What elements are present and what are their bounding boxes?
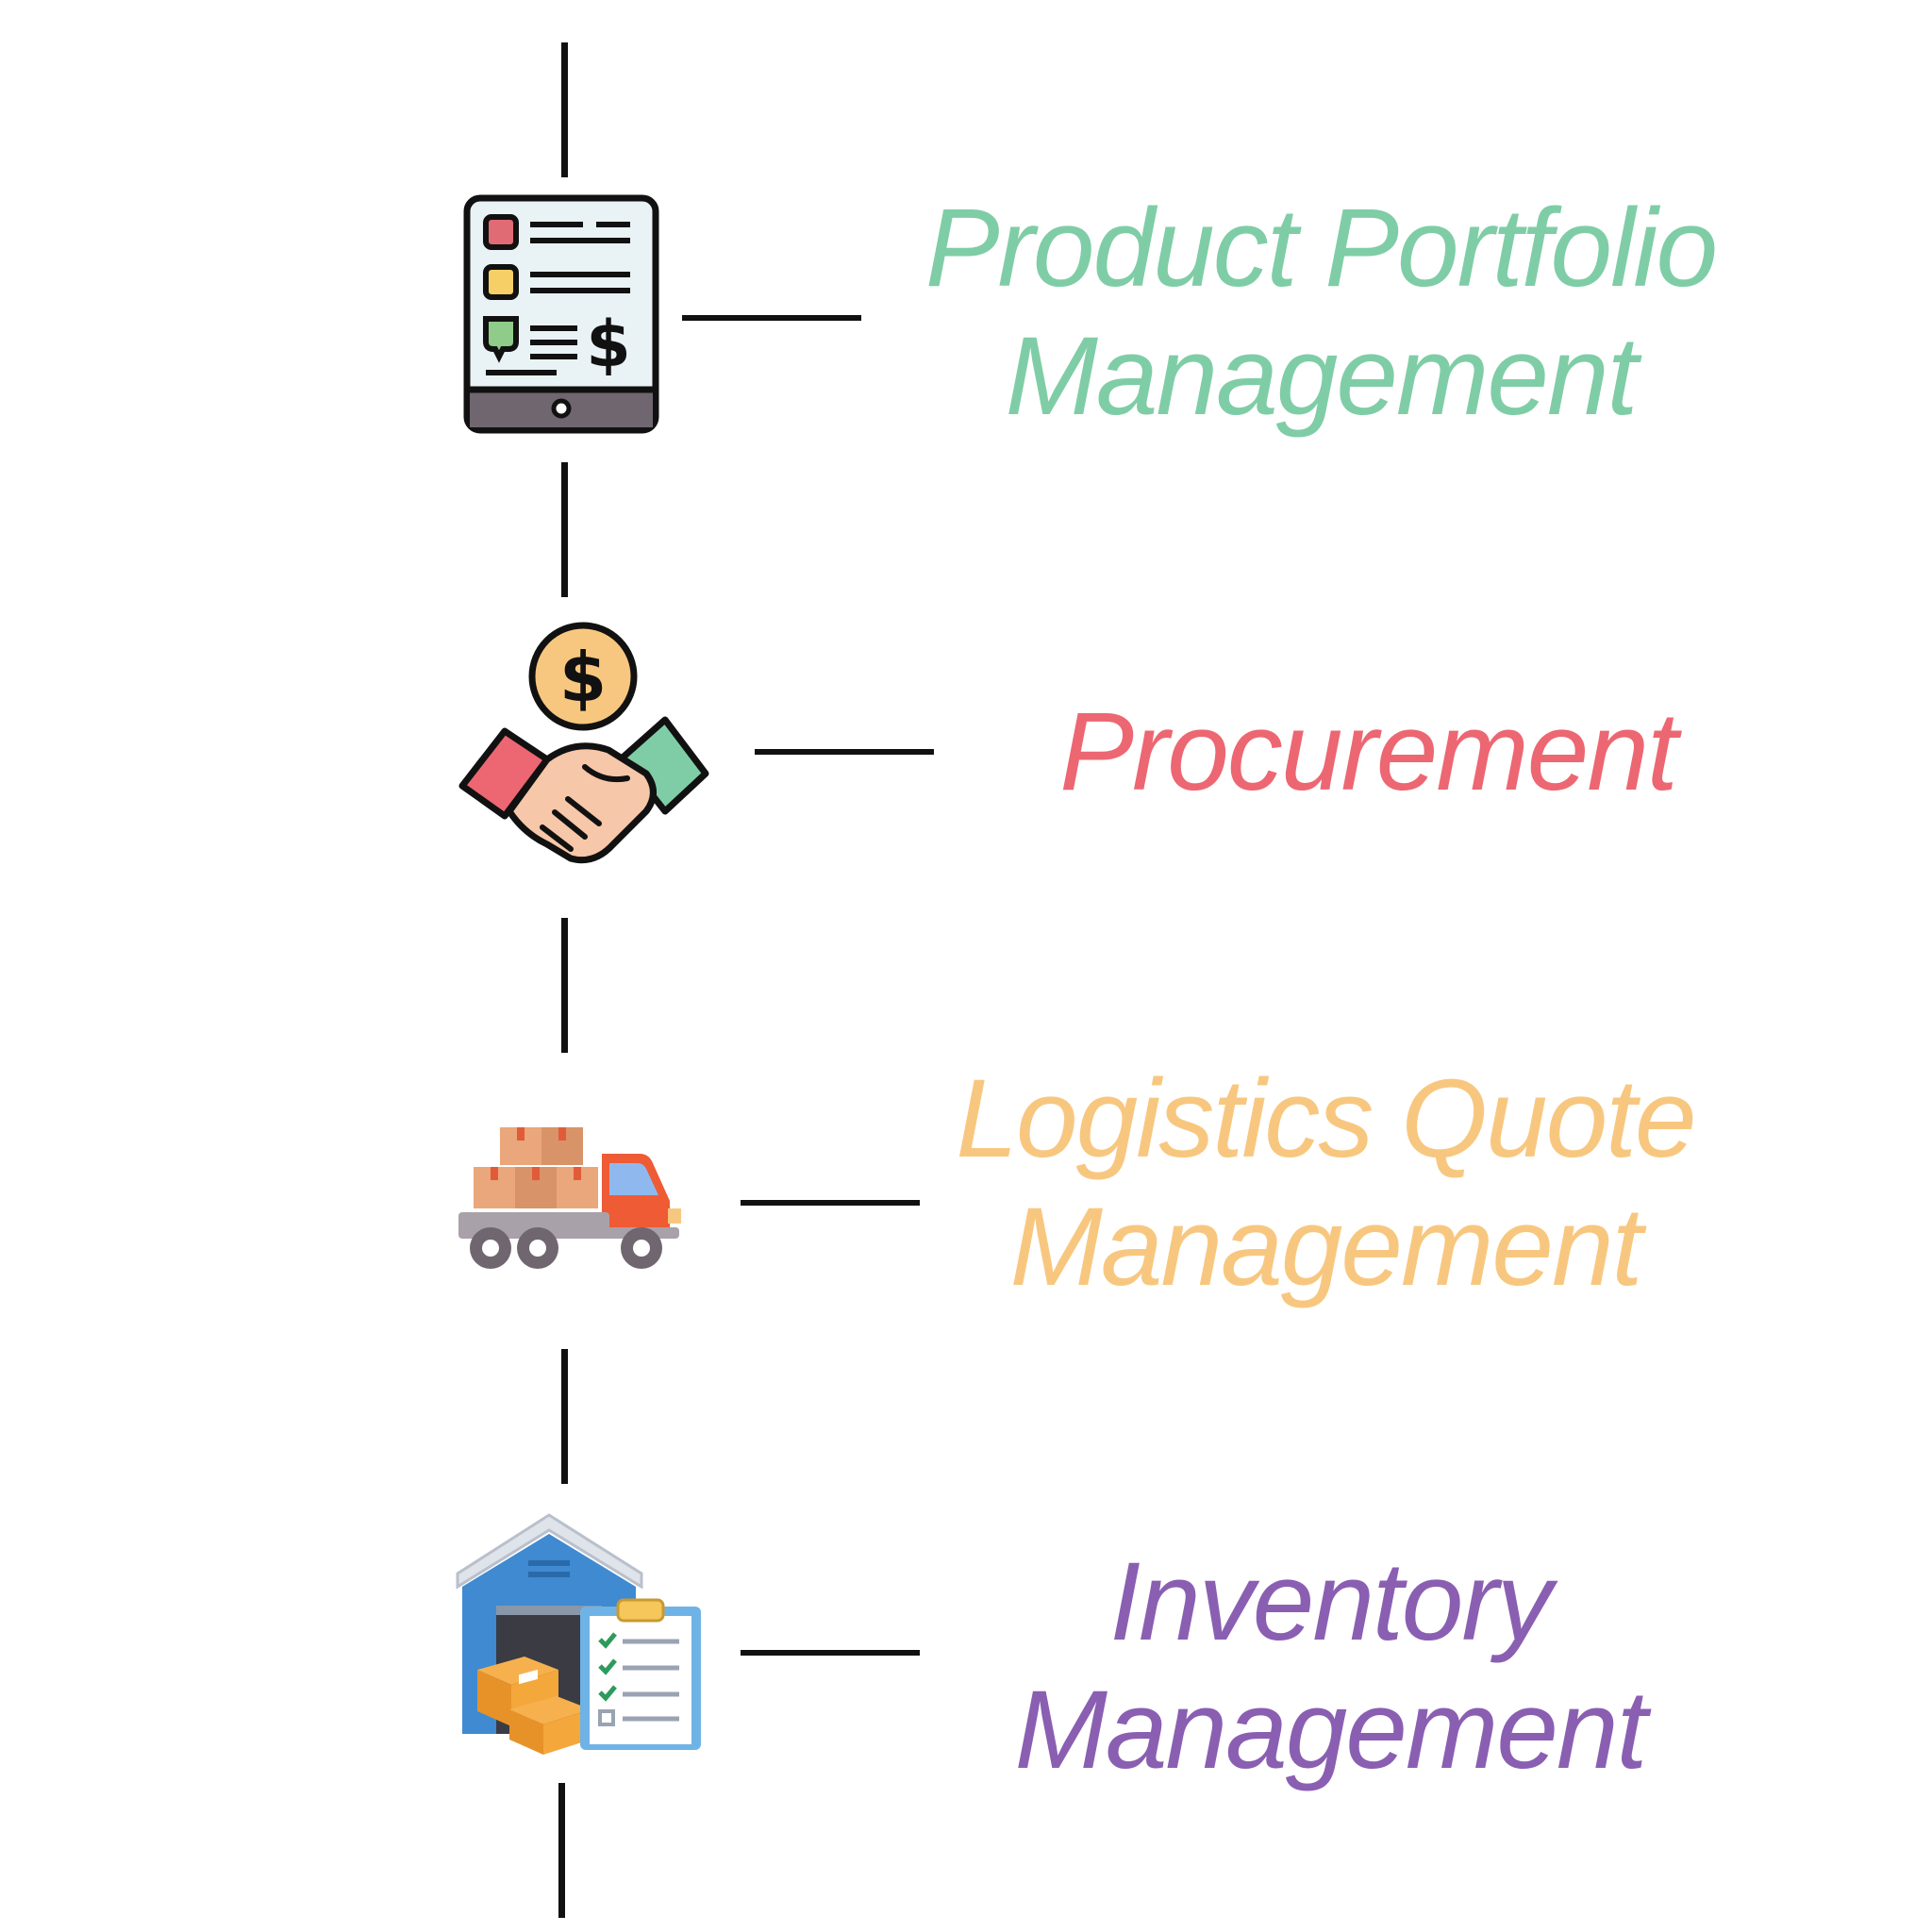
label-line-1: Product Portfolio (924, 186, 1718, 310)
label-line-1: Inventory (1109, 1540, 1552, 1664)
label-line-2: Management (1014, 1668, 1648, 1792)
spine-segment-bottom (558, 1783, 565, 1918)
connector-inventory (741, 1650, 920, 1656)
spine-segment-1-2 (561, 462, 568, 597)
connector-logistics (741, 1200, 920, 1206)
connector-procurement (755, 749, 934, 755)
label-line-2: Management (1005, 314, 1639, 439)
label-inventory-management: Inventory Management (953, 1538, 1707, 1794)
delivery-truck-icon (453, 1118, 689, 1283)
label-product-portfolio-management: Product Portfolio Management (901, 184, 1740, 441)
warehouse-checklist-icon (453, 1507, 703, 1755)
spine-segment-top (561, 42, 568, 177)
svg-text:$: $ (586, 308, 630, 382)
spine-segment-2-3 (561, 918, 568, 1053)
handshake-dollar-icon: $ (453, 618, 717, 882)
label-procurement: Procurement (1000, 688, 1736, 816)
connector-product-portfolio (682, 315, 861, 321)
svg-text:$: $ (559, 638, 607, 717)
tablet-price-list-icon: $ (462, 193, 660, 435)
label-line-1: Procurement (1059, 690, 1678, 814)
label-logistics-quote-management: Logistics Quote Management (915, 1055, 1736, 1311)
label-line-1: Logistics Quote (956, 1057, 1696, 1181)
label-line-2: Management (1009, 1185, 1643, 1309)
spine-segment-3-4 (561, 1349, 568, 1484)
